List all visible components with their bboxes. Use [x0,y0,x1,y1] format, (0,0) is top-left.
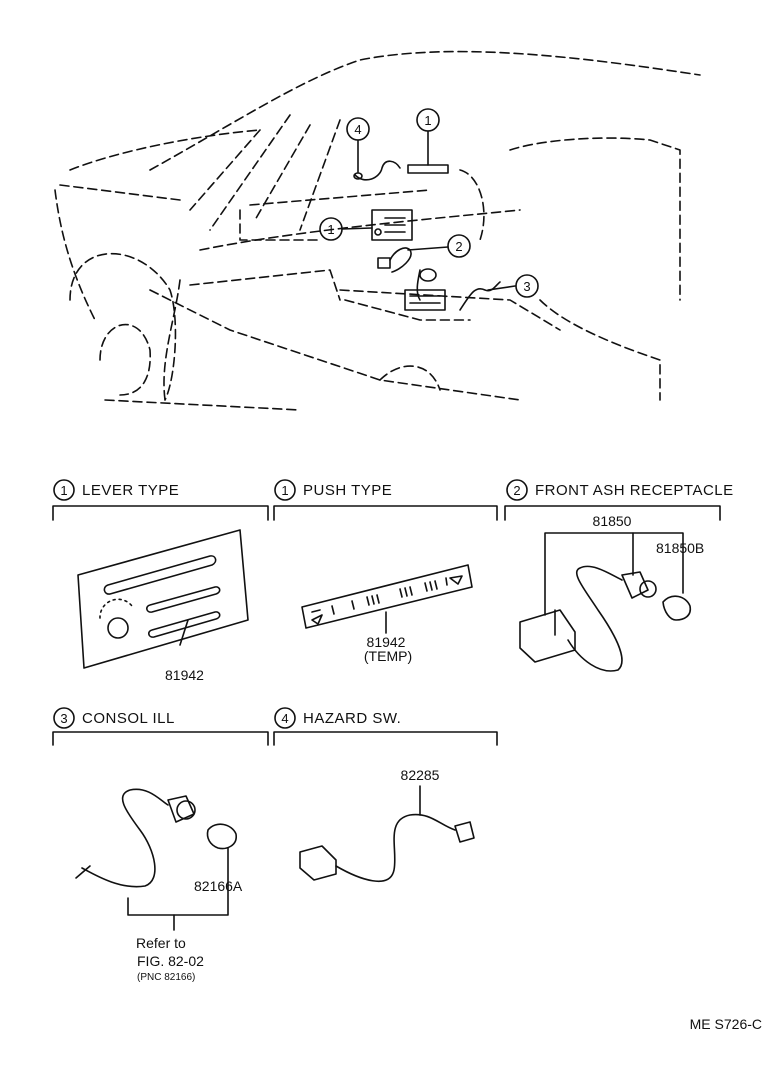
section-hazard-number: 4 [281,711,288,726]
section-lever-number: 1 [60,483,67,498]
section-ash-number: 2 [513,483,520,498]
consol-refer-line1: Refer to [136,935,186,951]
ash-receptacle-harness-drawing [519,532,692,672]
push-part-note: (TEMP) [364,648,412,664]
section-ash-title: FRONT ASH RECEPTACLE [535,482,734,499]
push-type-panel-drawing [301,564,473,634]
section-consol-number: 3 [60,711,67,726]
section-consol-title: CONSOL ILL [82,710,175,727]
callout-top-lever: 1 [424,113,431,128]
ash-part-number: 81850 [593,513,632,529]
figure-code: ME S726-C [690,1016,762,1032]
section-hazard-title: HAZARD SW. [303,710,401,727]
callout-consol: 3 [523,279,530,294]
hazard-switch-harness-drawing [299,785,475,882]
callout-left-lever: 1 [327,222,334,237]
vehicle-interior-illustration [54,50,701,411]
interior-components [353,160,501,311]
section-push-title: PUSH TYPE [303,482,392,499]
push-part-number: 81942 [367,634,406,650]
callout-ash: 2 [455,239,462,254]
consol-part-number: 82166A [194,878,243,894]
callout-circles [319,108,539,298]
diagram-labels: 1 1 4 2 3 1 LEVER TYPE 1 PUSH TYPE 2 FRO… [60,113,762,1032]
consol-ill-harness-drawing [75,788,237,931]
callout-leaders [341,130,516,291]
section-brackets [52,505,721,746]
section-push-number: 1 [281,483,288,498]
consol-refer-line3: (PNC 82166) [137,972,195,983]
section-number-circles [53,479,528,729]
consol-refer-line2: FIG. 82-02 [137,953,204,969]
section-lever-title: LEVER TYPE [82,482,179,499]
hazard-part-number: 82285 [401,767,440,783]
ash-bulb-part-number: 81850B [656,540,704,556]
callout-hazard: 4 [354,122,361,137]
lever-part-number: 81942 [165,667,204,683]
lever-type-panel-drawing [77,529,249,669]
